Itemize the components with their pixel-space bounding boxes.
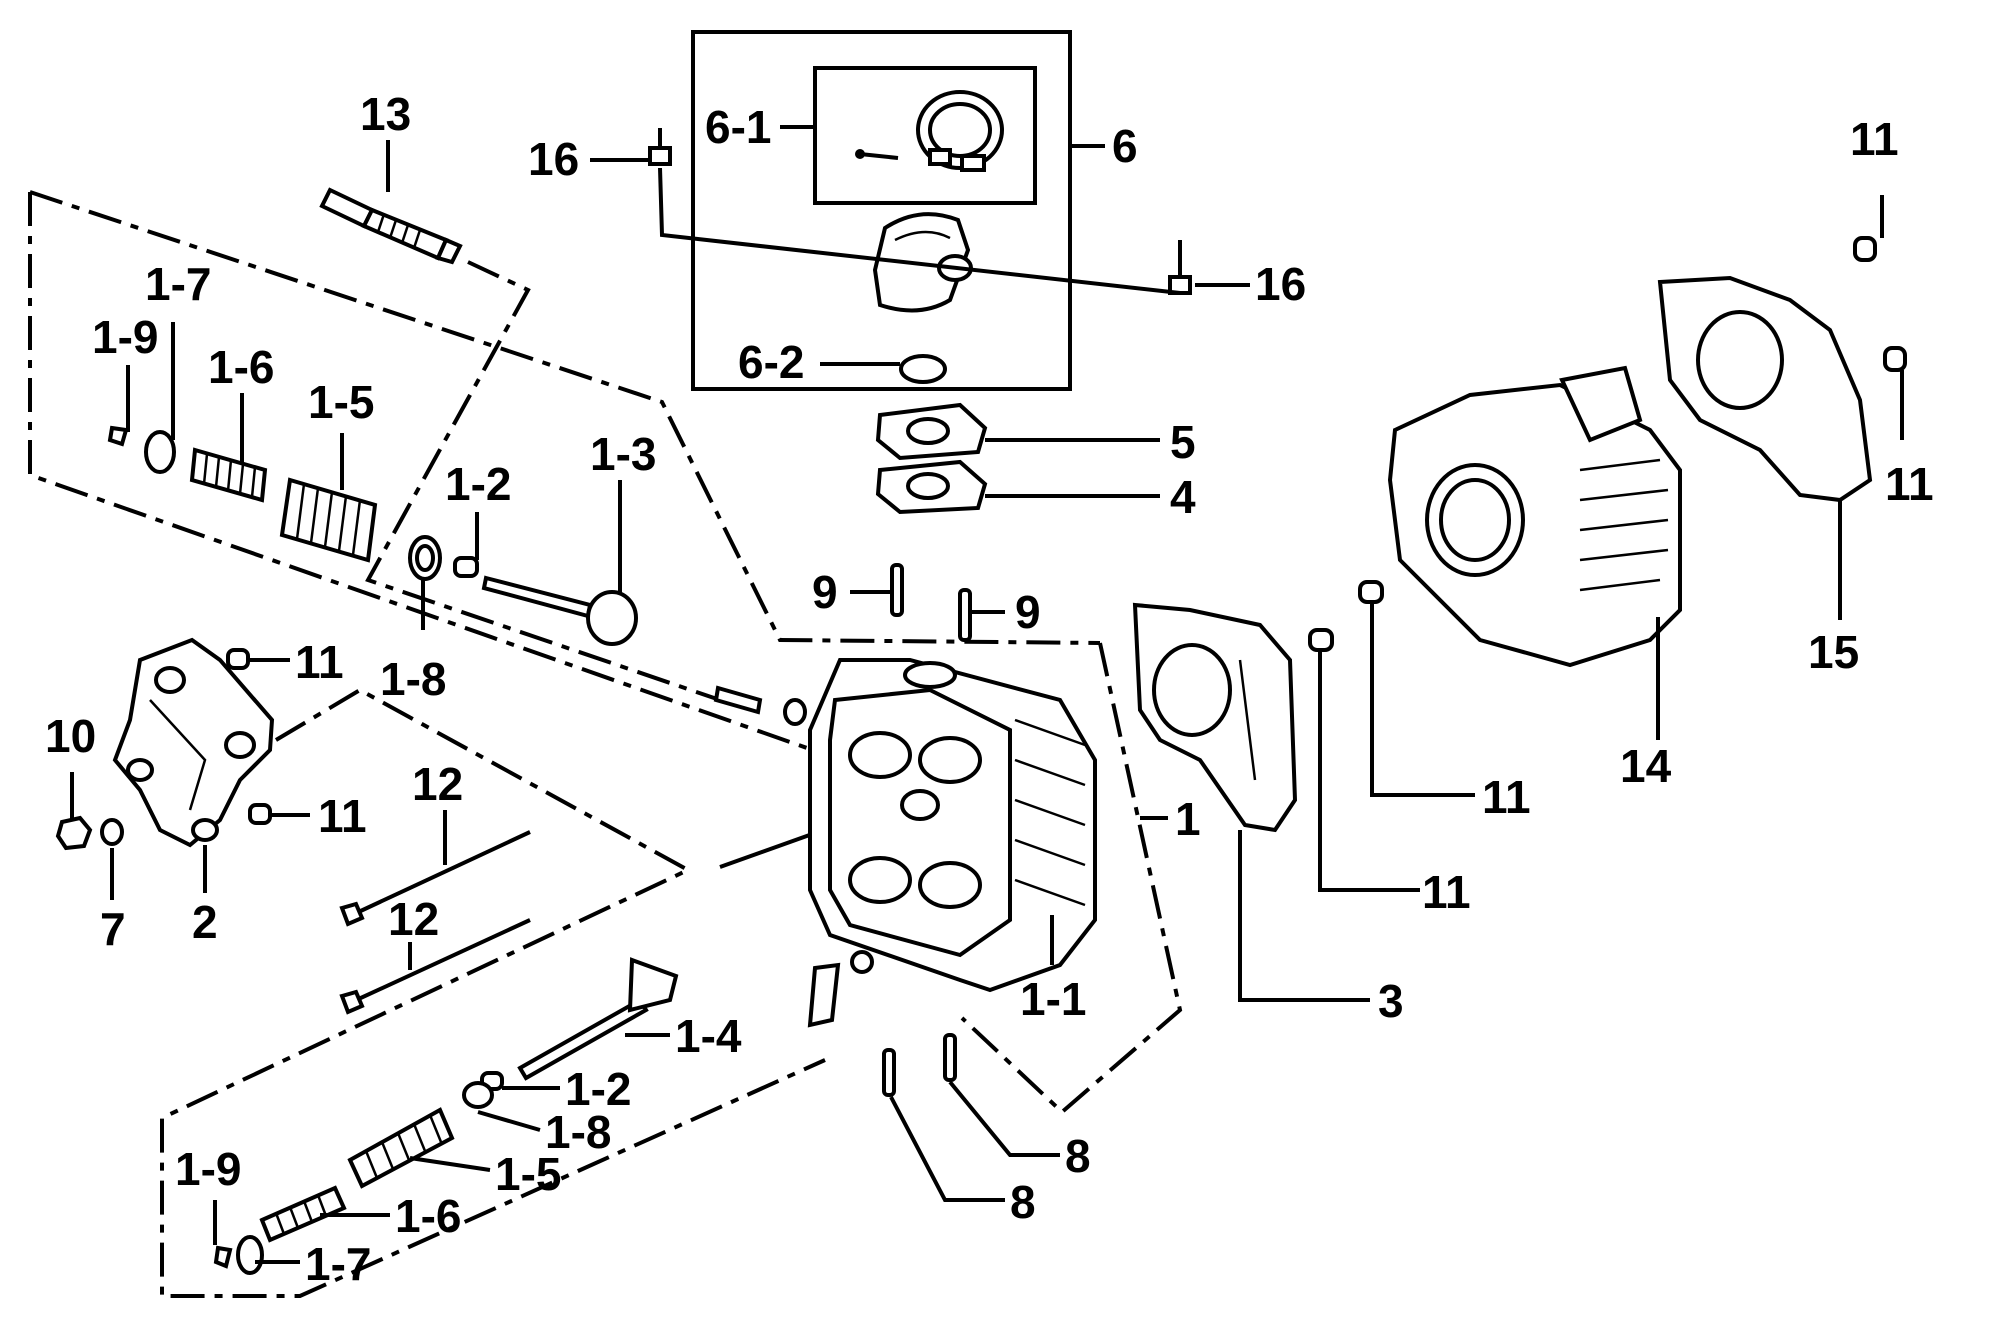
label-1-4: 1-4	[675, 1010, 742, 1062]
cap-icon-11c	[1308, 628, 1334, 652]
label-1-6a: 1-6	[208, 341, 274, 393]
valve-retainer-lower-icon	[236, 1235, 264, 1275]
cylinder-icon	[1387, 365, 1682, 668]
spark-plug-icon	[319, 187, 463, 265]
label-6-1: 6-1	[705, 101, 771, 153]
cap-icon-11b	[248, 803, 272, 825]
label-16b: 16	[1255, 258, 1306, 310]
group-outline-upper-top	[29, 190, 1101, 645]
label-13: 13	[360, 88, 411, 140]
label-1-7a: 1-7	[145, 258, 211, 310]
cap-icon-11f	[1883, 346, 1907, 372]
label-10: 10	[45, 710, 96, 762]
part-labels: 13 16 6-1 6 16 6-2 5 4 9 9 1-7 1-9 1-6 1…	[45, 88, 1934, 1290]
head-gasket-icon	[1132, 602, 1298, 833]
label-11b: 11	[318, 790, 367, 842]
label-4: 4	[1170, 471, 1196, 523]
label-7: 7	[100, 903, 126, 955]
valve-spring-inner-lower-icon	[259, 1185, 347, 1243]
inlet-clamp-icon	[855, 90, 1004, 172]
o-ring-icon	[899, 354, 947, 384]
label-1-9b: 1-9	[175, 1143, 241, 1195]
nut-icon-16a	[648, 128, 672, 166]
label-6-2: 6-2	[738, 336, 804, 388]
valve-seat-lower-icon	[462, 1081, 494, 1109]
group-box-6	[691, 30, 1072, 391]
leader-lines	[70, 125, 1904, 1264]
label-8a: 8	[1010, 1176, 1036, 1228]
label-1-9a: 1-9	[92, 311, 158, 363]
label-11a: 11	[295, 636, 344, 688]
cylinder-gasket-icon	[1657, 275, 1873, 503]
rocker-holder-icon	[112, 637, 275, 848]
label-11c: 11	[1422, 866, 1471, 918]
inlet-gasket-5-icon	[875, 402, 988, 461]
dowel-pin-8b-icon	[943, 1033, 957, 1082]
label-1-5b: 1-5	[495, 1148, 561, 1200]
label-1-7b: 1-7	[305, 1238, 371, 1290]
valve-spring-outer-upper-icon	[279, 477, 378, 563]
group-outline-plug	[365, 260, 721, 702]
label-1-6b: 1-6	[395, 1190, 461, 1242]
label-1-1: 1-1	[1020, 973, 1086, 1025]
dowel-pin-9b-icon	[958, 588, 972, 642]
dowel-pin-8a-icon	[882, 1048, 896, 1097]
valve-retainer-upper-icon	[144, 430, 176, 474]
label-1-2b: 1-2	[565, 1063, 631, 1115]
label-11d: 11	[1482, 771, 1531, 823]
label-1-5a: 1-5	[308, 376, 374, 428]
stud-icon-12b	[339, 918, 531, 1015]
valve-cotter-lower-icon	[213, 1245, 233, 1269]
label-14: 14	[1620, 740, 1672, 792]
intake-valve-icon	[517, 957, 679, 1081]
label-2: 2	[192, 896, 218, 948]
valve-spring-outer-lower-icon	[347, 1107, 455, 1189]
valve-seal-upper-icon	[453, 556, 479, 578]
exhaust-valve-icon	[481, 575, 638, 646]
label-12a: 12	[412, 758, 463, 810]
label-11f: 11	[1885, 458, 1934, 510]
cap-icon-11d	[1358, 580, 1384, 604]
dowel-pin-9a-icon	[890, 563, 904, 617]
label-6: 6	[1112, 120, 1138, 172]
label-1-2a: 1-2	[445, 458, 511, 510]
label-1-8a: 1-8	[380, 653, 446, 705]
label-9b: 9	[1015, 586, 1041, 638]
group-outline-head-right	[960, 642, 1183, 1115]
valve-seat-upper-icon	[408, 535, 442, 581]
cylinder-head-icon	[713, 658, 1097, 1028]
label-1-3: 1-3	[590, 428, 656, 480]
stud-icon-12a	[339, 830, 531, 927]
label-11e: 11	[1850, 113, 1899, 165]
nut-icon-16b	[1168, 240, 1192, 295]
label-12b: 12	[388, 893, 439, 945]
label-1: 1	[1175, 793, 1201, 845]
inlet-gasket-4-icon	[875, 459, 988, 515]
cap-icon-11e	[1853, 236, 1877, 262]
valve-spring-inner-upper-icon	[189, 447, 268, 503]
label-3: 3	[1378, 975, 1404, 1027]
label-8b: 8	[1065, 1130, 1091, 1182]
group-outline-valve-upper	[28, 192, 808, 750]
group-outline-rocker	[160, 687, 826, 1298]
nut-icon-10	[55, 815, 93, 851]
label-16a: 16	[528, 133, 579, 185]
label-1-8b: 1-8	[545, 1106, 611, 1158]
label-5: 5	[1170, 416, 1196, 468]
valve-cotter-upper-icon	[107, 425, 129, 447]
washer-icon-7	[100, 818, 124, 846]
label-15: 15	[1808, 626, 1859, 678]
cap-icon-11a	[226, 648, 250, 670]
label-9a: 9	[812, 566, 838, 618]
